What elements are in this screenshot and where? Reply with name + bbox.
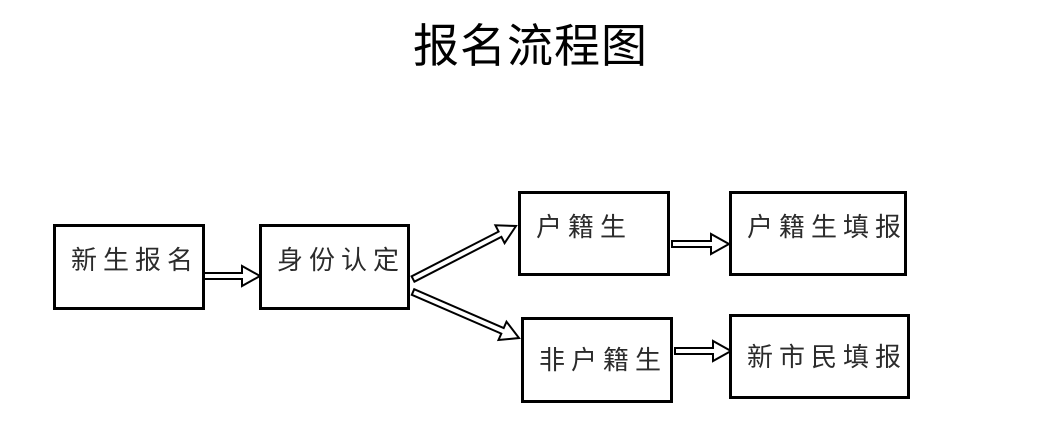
arrow-new-student-to-identity	[202, 264, 263, 288]
node-identity-determination: 身份认定	[259, 224, 410, 310]
arrow-identity-to-non-registered	[410, 287, 521, 342]
node-registered-student: 户籍生	[518, 191, 670, 276]
node-non-registered-student: 非户籍生	[521, 317, 673, 403]
arrow-non-registered-to-filing	[674, 339, 734, 363]
arrow-identity-to-registered	[410, 224, 518, 284]
node-new-student-registration: 新生报名	[53, 224, 205, 310]
node-new-citizen-filing: 新市民填报	[729, 314, 910, 399]
arrow-registered-to-filing	[671, 232, 732, 256]
diagram-title: 报名流程图	[413, 20, 648, 72]
node-registered-student-filing: 户籍生填报	[729, 191, 907, 276]
